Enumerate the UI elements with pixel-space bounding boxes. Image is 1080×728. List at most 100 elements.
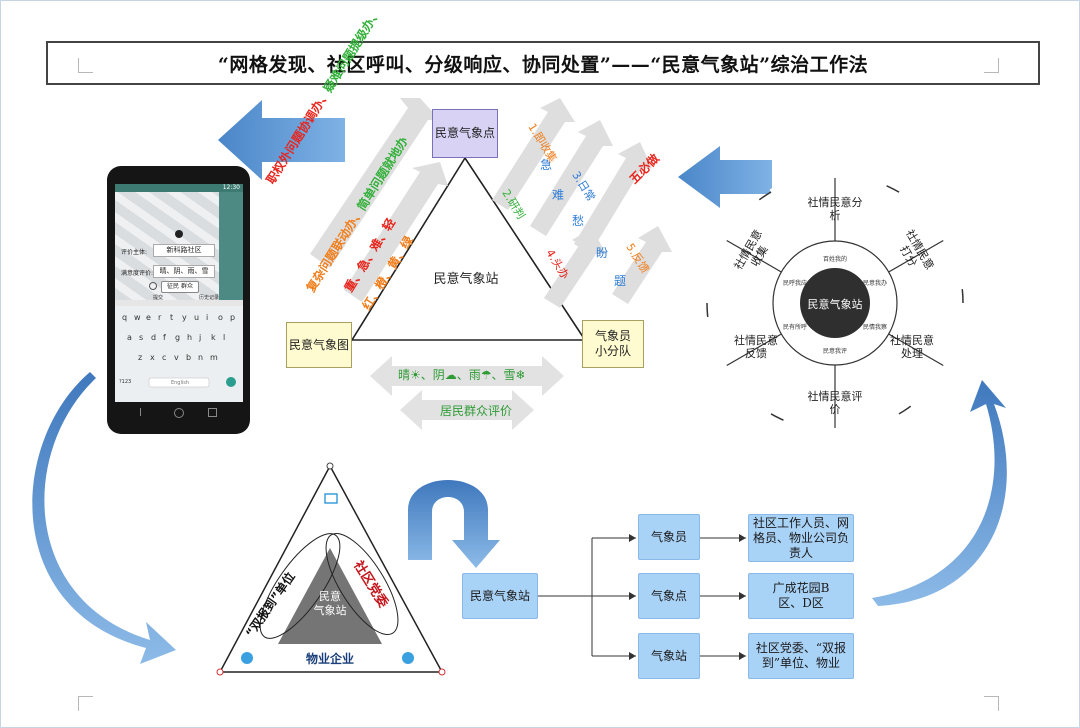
wheel-inner-1: 民意我办 bbox=[862, 280, 887, 287]
phone-link-left[interactable]: 提交 bbox=[153, 295, 164, 301]
person-icon bbox=[175, 230, 183, 238]
node-weather-team: 气象员 小分队 bbox=[582, 320, 644, 368]
grey-arrows-right bbox=[492, 98, 672, 308]
keyboard-key-f[interactable]: f bbox=[163, 333, 166, 342]
keyboard-key-n[interactable]: n bbox=[198, 353, 203, 362]
main-triangle bbox=[350, 156, 587, 341]
node-opinion-map-label: 民意气象图 bbox=[288, 337, 349, 352]
keyboard-key-m[interactable]: m bbox=[210, 353, 218, 362]
keyboard-key-r[interactable]: r bbox=[158, 313, 162, 322]
curved-arrow-icon bbox=[872, 380, 1007, 606]
keyboard-key-j[interactable]: j bbox=[198, 333, 201, 342]
keyboard-key-v[interactable]: v bbox=[174, 353, 179, 362]
keyboard-key-b[interactable]: b bbox=[186, 353, 191, 362]
wheel-inner-2: 民情我察 bbox=[862, 324, 887, 331]
phone-weather-field[interactable]: 晴、阴、雨、雪 bbox=[153, 265, 215, 278]
wheel-inner-0: 百姓我的 bbox=[822, 256, 847, 263]
page-title: “网格发现、社区呼叫、分级响应、协同处置”——“民意气象站”综治工作法 bbox=[217, 53, 869, 76]
weather-double-arrow bbox=[370, 356, 564, 396]
keyboard-key-q[interactable]: q bbox=[122, 313, 127, 322]
org-root: 民意气象站 bbox=[462, 573, 538, 619]
org-detail-0: 社区工作人员、网格员、物业公司负责人 bbox=[748, 514, 854, 562]
keyboard-key-l[interactable]: l bbox=[223, 333, 225, 342]
wheel-graphic bbox=[704, 172, 966, 434]
recents-icon[interactable] bbox=[208, 408, 217, 417]
globe-icon bbox=[241, 652, 253, 664]
wheel-outer-3: 社情民意评价 bbox=[807, 390, 863, 416]
monitor-icon bbox=[324, 493, 338, 504]
phone-screen: 12:30 评价主体: 新科路社区 满意度评价: 晴、阴、雨、雪 征民 群众 提… bbox=[115, 184, 243, 402]
org-detail-2: 社区党委、“双报到”单位、物业 bbox=[748, 633, 854, 679]
corner-mark bbox=[984, 696, 999, 711]
wheel-inner-5: 民呼我应 bbox=[782, 280, 807, 287]
wheel-outer-0: 社情民意分析 bbox=[807, 196, 863, 222]
phone-unit-field[interactable]: 新科路社区 bbox=[153, 244, 215, 257]
org-lines bbox=[536, 537, 746, 657]
keyboard-key-i[interactable]: i bbox=[206, 313, 208, 322]
keyboard-key-g[interactable]: g bbox=[175, 333, 180, 342]
arrow-left-icon bbox=[678, 146, 772, 208]
keyboard-key-t[interactable]: t bbox=[170, 313, 173, 322]
corner-mark bbox=[78, 696, 93, 711]
u-turn-arrow-icon bbox=[408, 480, 500, 568]
keyboard-key-e[interactable]: e bbox=[146, 313, 151, 322]
wheel-inner-3: 民意我评 bbox=[822, 348, 847, 355]
back-icon[interactable] bbox=[140, 408, 149, 416]
phone-map-water bbox=[219, 192, 243, 300]
weather-label: 晴☀、阴☁、雨☂、雪❄ bbox=[398, 368, 526, 382]
keyboard-key-y[interactable]: y bbox=[182, 313, 187, 322]
node-weather-team-line2: 小分队 bbox=[594, 344, 631, 358]
bottom-triangle-center: 民意 气象站 bbox=[313, 590, 347, 617]
keyword-4: 盼 bbox=[596, 246, 609, 260]
keyword-1: 急 bbox=[540, 158, 553, 172]
wheel-inner-4: 民有所呼 bbox=[782, 324, 807, 331]
keyboard-key-w[interactable]: w bbox=[134, 313, 141, 322]
keyboard-key-k[interactable]: k bbox=[211, 333, 216, 342]
wheel-outer-2: 社情民意处理 bbox=[890, 334, 934, 360]
keyboard-key-c[interactable]: c bbox=[162, 353, 166, 362]
keyboard-key-o[interactable]: o bbox=[218, 313, 223, 322]
org-level-1: 气象点 bbox=[638, 573, 700, 619]
keyword-2: 难 bbox=[552, 188, 565, 202]
org-level-0: 气象员 bbox=[638, 514, 700, 560]
org-arrowheads bbox=[629, 534, 746, 660]
keyboard-key-p[interactable]: p bbox=[230, 313, 235, 322]
corner-mark bbox=[984, 58, 999, 73]
keyboard-key-x[interactable]: x bbox=[150, 353, 155, 362]
keyboard-enter-icon bbox=[226, 377, 236, 387]
keyboard-space-key[interactable]: English bbox=[170, 380, 190, 386]
phone-submit-button[interactable]: 征民 群众 bbox=[161, 281, 199, 293]
arrow-left-icon bbox=[218, 100, 345, 180]
home-icon[interactable] bbox=[174, 408, 184, 418]
keyboard-key-d[interactable]: d bbox=[151, 333, 156, 342]
keyboard-key-h[interactable]: h bbox=[187, 333, 192, 342]
wheel-outer-4: 社情民意反馈 bbox=[734, 334, 778, 360]
phone-link-right[interactable]: 历史记录 bbox=[199, 295, 220, 301]
bottom-inner-triangle bbox=[278, 548, 382, 644]
keyboard-num-key[interactable]: ?123 bbox=[119, 379, 132, 385]
node-weather-team-line1: 气象员 bbox=[594, 329, 631, 343]
phone-weather-label: 满意度评价: bbox=[121, 270, 154, 277]
corner-mark bbox=[78, 58, 93, 73]
triangle-center-label: 民意气象站 bbox=[433, 272, 499, 287]
evaluation-double-arrow bbox=[400, 390, 534, 430]
keyword-5: 题 bbox=[614, 274, 627, 288]
node-opinion-point: 民意气象点 bbox=[432, 109, 498, 158]
curved-arrow-icon bbox=[32, 372, 176, 664]
org-detail-1: 广成花园B区、D区 bbox=[748, 573, 854, 619]
evaluation-label: 居民群众评价 bbox=[439, 404, 512, 418]
phone-unit-label: 评价主体: bbox=[121, 249, 148, 256]
keyboard-key-z[interactable]: z bbox=[138, 353, 142, 362]
keyboard-key-s[interactable]: s bbox=[139, 333, 143, 342]
grey-arrows-left bbox=[310, 98, 448, 302]
phone-status-time: 12:30 bbox=[222, 184, 240, 191]
title-box: “网格发现、社区呼叫、分级响应、协同处置”——“民意气象站”综治工作法 bbox=[46, 41, 1040, 85]
keyboard-key-u[interactable]: u bbox=[194, 313, 199, 322]
node-opinion-map: 民意气象图 bbox=[286, 322, 352, 368]
radio-icon[interactable] bbox=[149, 282, 157, 290]
wheel-center-label: 民意气象站 bbox=[807, 298, 863, 311]
keyboard-key-a[interactable]: a bbox=[127, 333, 132, 342]
